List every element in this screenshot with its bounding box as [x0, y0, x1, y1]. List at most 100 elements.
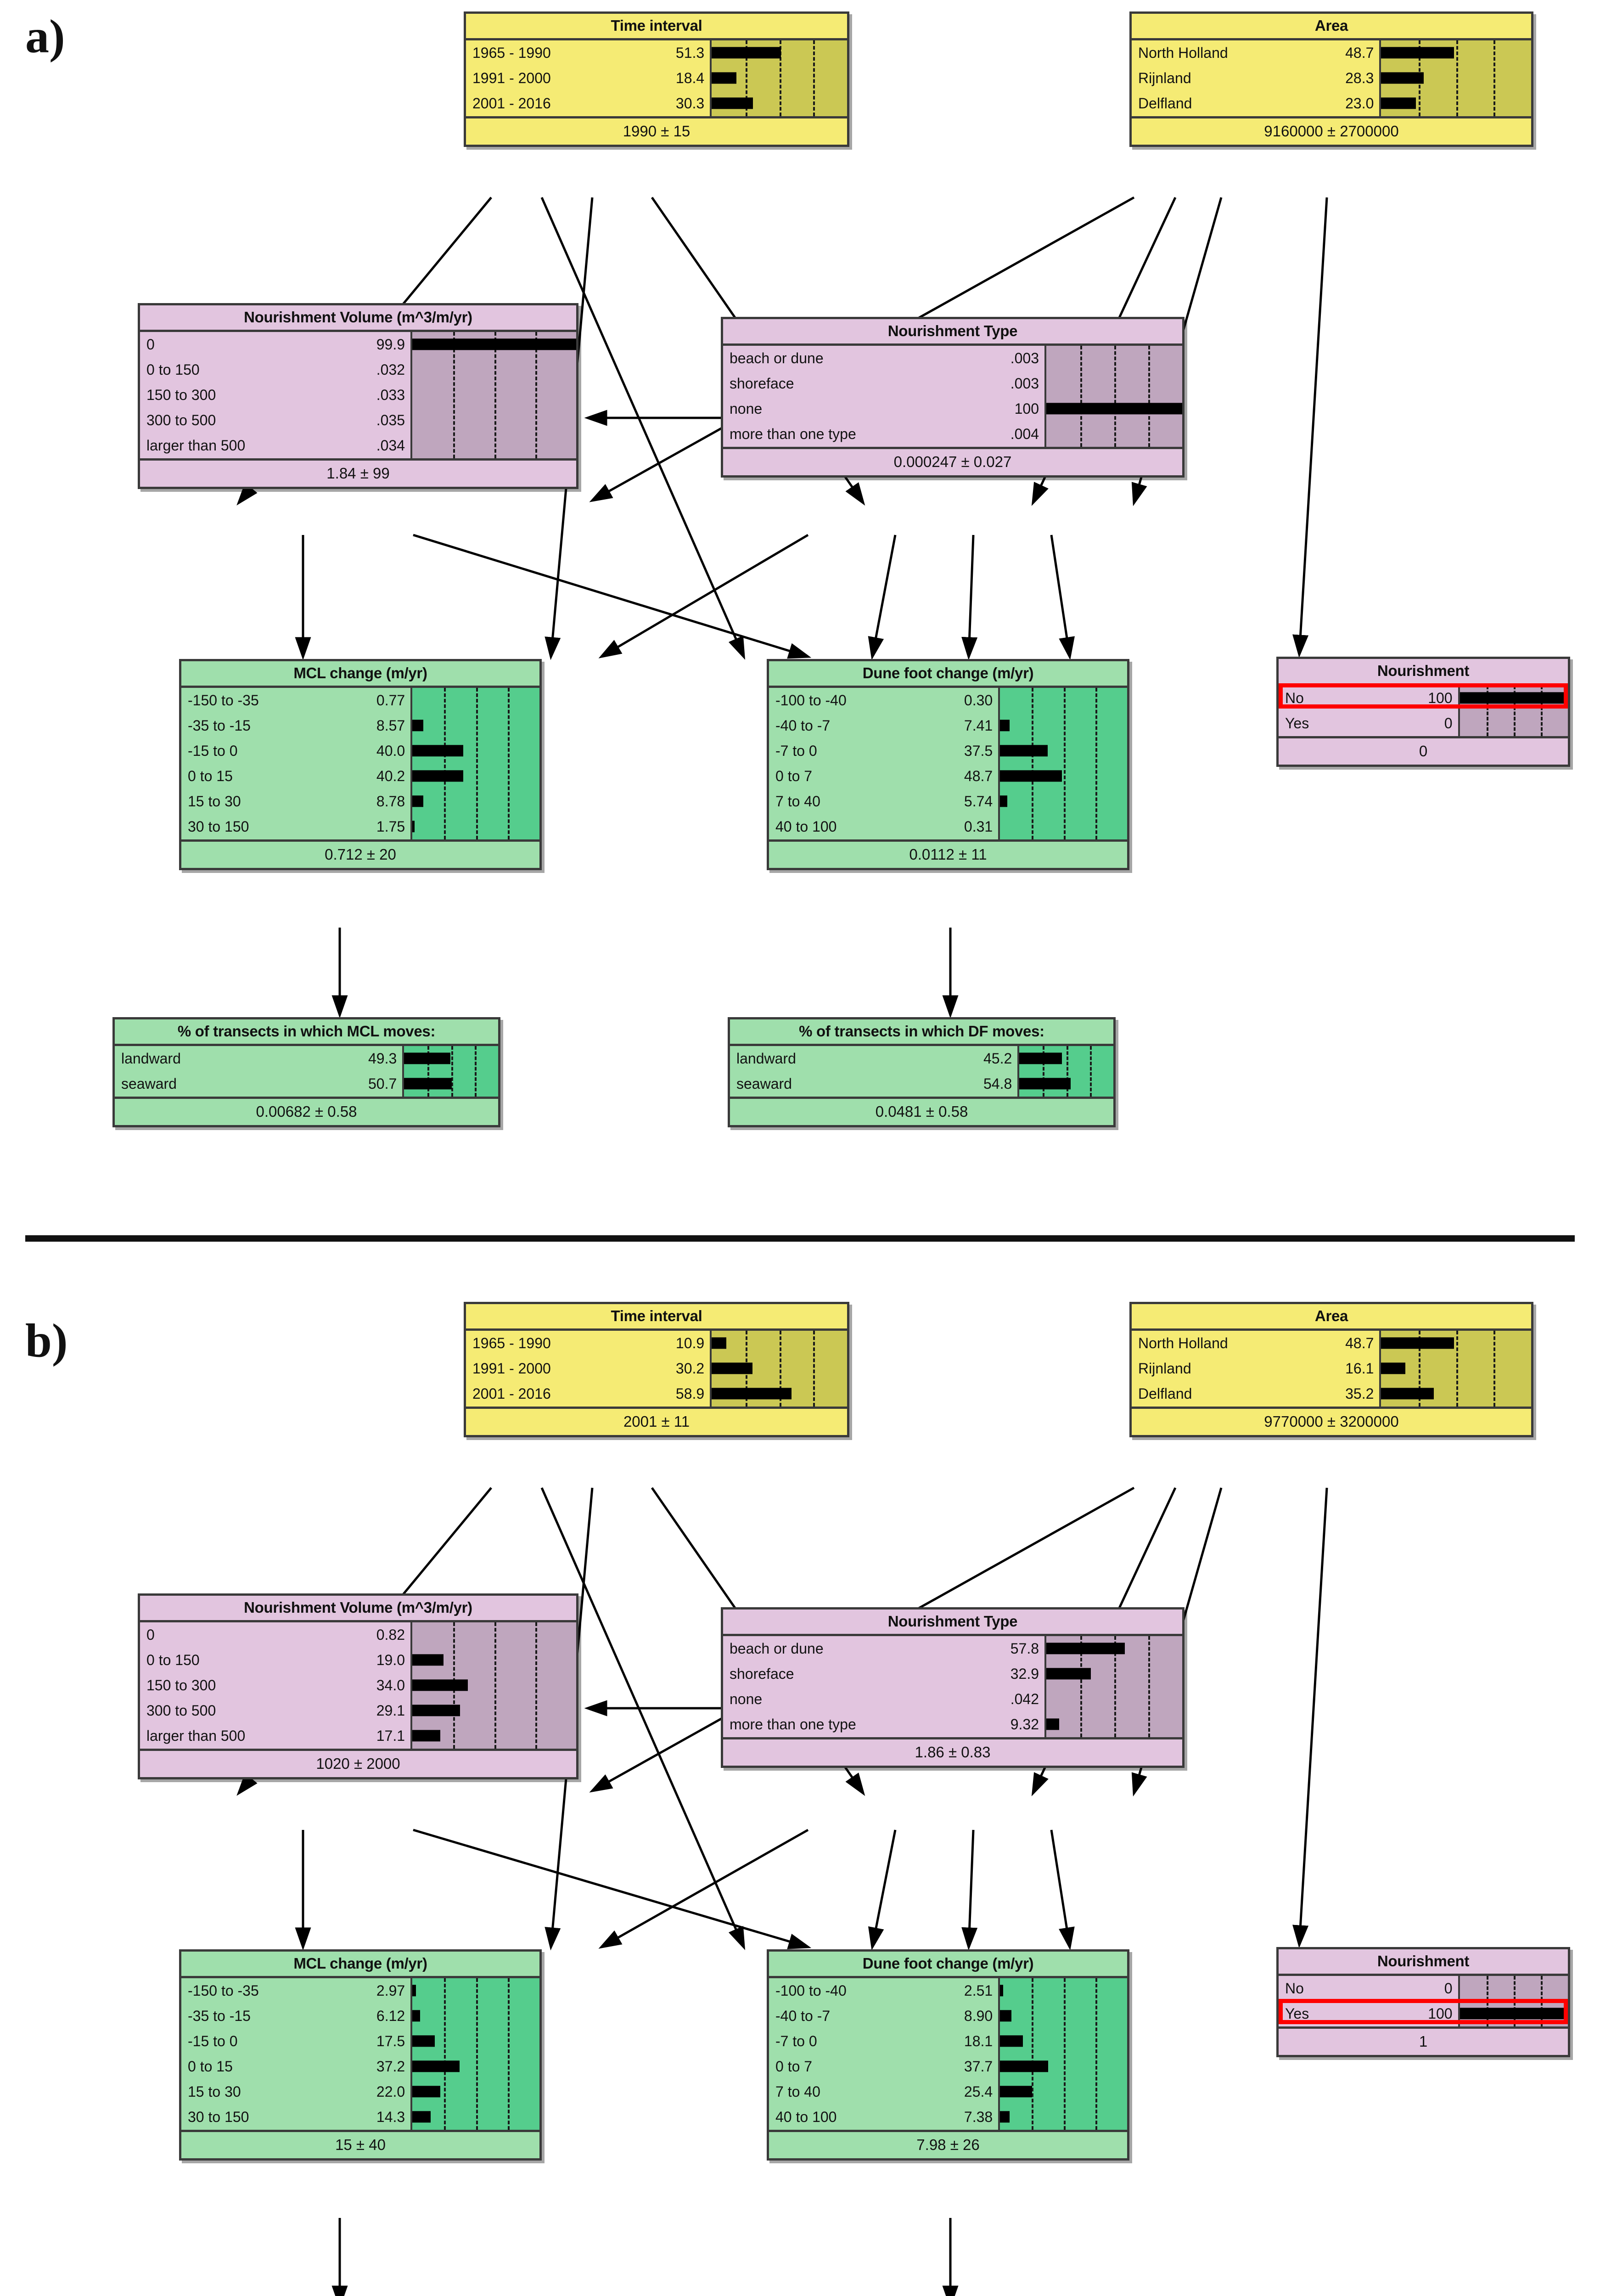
probability-bar: [1019, 1052, 1062, 1064]
node-mcl-moves-a[interactable]: % of transects in which MCL moves: landw…: [112, 1017, 500, 1127]
node-title: Area: [1314, 1307, 1348, 1324]
node-df-moves-a[interactable]: % of transects in which DF moves: landwa…: [728, 1017, 1116, 1127]
gridline: [745, 40, 747, 116]
row-state-label: 300 to 500: [146, 412, 216, 429]
row-probability-value: .004: [1010, 426, 1039, 443]
node-title: Area: [1314, 17, 1348, 34]
distribution-row[interactable]: larger than 500.034: [140, 433, 410, 458]
distribution-row[interactable]: 300 to 500.035: [140, 408, 410, 433]
probability-bar: [1381, 1362, 1405, 1374]
distribution-bar-row: [1381, 91, 1531, 116]
distribution-bar-row: [1381, 1356, 1531, 1381]
distribution-bar-row: [712, 66, 847, 91]
distribution-row[interactable]: 0 to 150.032: [140, 357, 410, 383]
probability-bar: [1381, 72, 1424, 84]
gridline: [1032, 687, 1034, 839]
gridline: [1114, 1636, 1116, 1737]
row-state-label: beach or dune: [730, 1640, 824, 1657]
distribution-row[interactable]: 150 to 300.033: [140, 383, 410, 408]
distribution-row[interactable]: none.042: [723, 1687, 1044, 1712]
distribution-row[interactable]: beach or dune.003: [723, 346, 1044, 371]
distribution-row[interactable]: shoreface.003: [723, 371, 1044, 396]
probability-bar: [412, 821, 415, 833]
distribution-bar-row: [412, 383, 576, 408]
probability-bar: [1000, 2086, 1033, 2098]
distribution-bar-row: [412, 1698, 576, 1723]
node-footer: 0.0112 ± 11: [909, 845, 987, 863]
row-state-label: No: [1285, 1980, 1304, 1997]
distribution-row[interactable]: more than one type.004: [723, 422, 1044, 447]
